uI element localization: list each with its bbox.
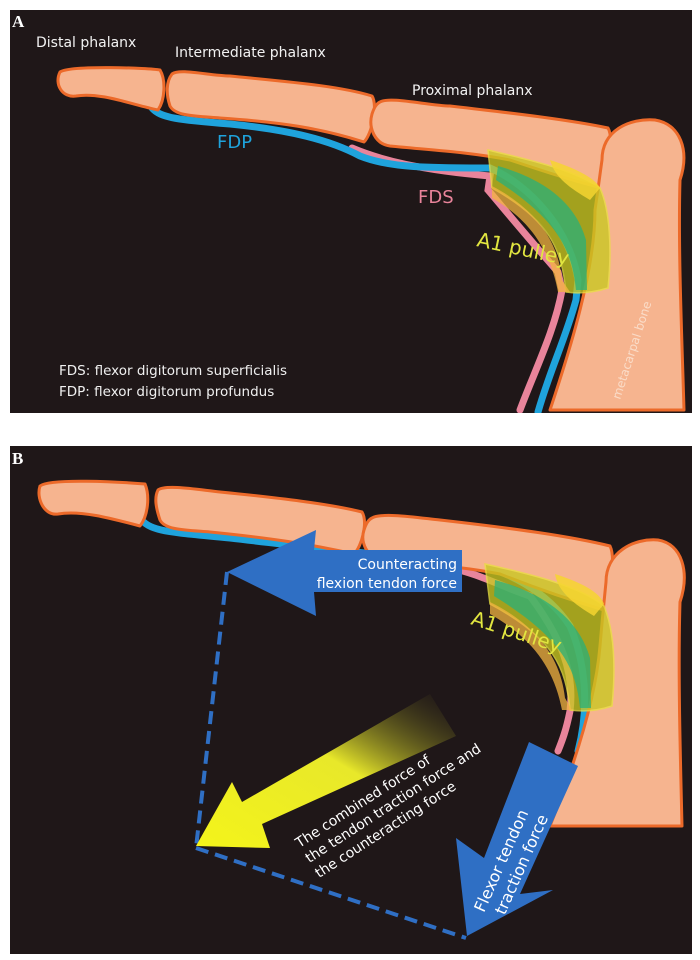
distal-phalanx-bone-b	[37, 479, 150, 528]
counteracting-force-label-line2: flexion tendon force	[317, 576, 457, 592]
a1-pulley-b	[484, 563, 615, 712]
dashed-line-bottom	[195, 846, 467, 940]
dashed-line-left	[194, 571, 229, 849]
combined-force-arrow	[196, 694, 456, 848]
legend-fdp: FDP: flexor digitorum profundus	[59, 384, 274, 400]
label-fdp: FDP	[217, 132, 252, 153]
force-parallelogram	[194, 571, 467, 940]
counteracting-force-arrow	[227, 530, 462, 616]
panel-b-diagram: B A1 pulley Counteracting flexion tendon…	[12, 449, 686, 940]
intermediate-phalanx-bone	[165, 70, 376, 144]
counteracting-force-label-line1: Counteracting	[358, 557, 457, 573]
legend-fds: FDS: flexor digitorum superficialis	[59, 363, 287, 379]
fdp-tendon	[148, 104, 582, 413]
a1-pulley	[487, 149, 611, 294]
panel-letter-a: A	[12, 12, 25, 31]
panel-b: B A1 pulley Counteracting flexion tendon…	[10, 446, 692, 954]
panel-letter-b: B	[12, 449, 23, 468]
traction-force-arrow	[456, 742, 578, 936]
panel-a-diagram: A Distal phalanx Intermediate phalanx Pr…	[12, 12, 686, 413]
label-intermediate-phalanx: Intermediate phalanx	[175, 45, 326, 61]
label-fds: FDS	[418, 187, 454, 208]
label-distal-phalanx: Distal phalanx	[36, 35, 136, 51]
distal-phalanx-bone	[56, 66, 166, 112]
panel-a: A Distal phalanx Intermediate phalanx Pr…	[10, 10, 692, 413]
label-proximal-phalanx: Proximal phalanx	[412, 83, 532, 99]
